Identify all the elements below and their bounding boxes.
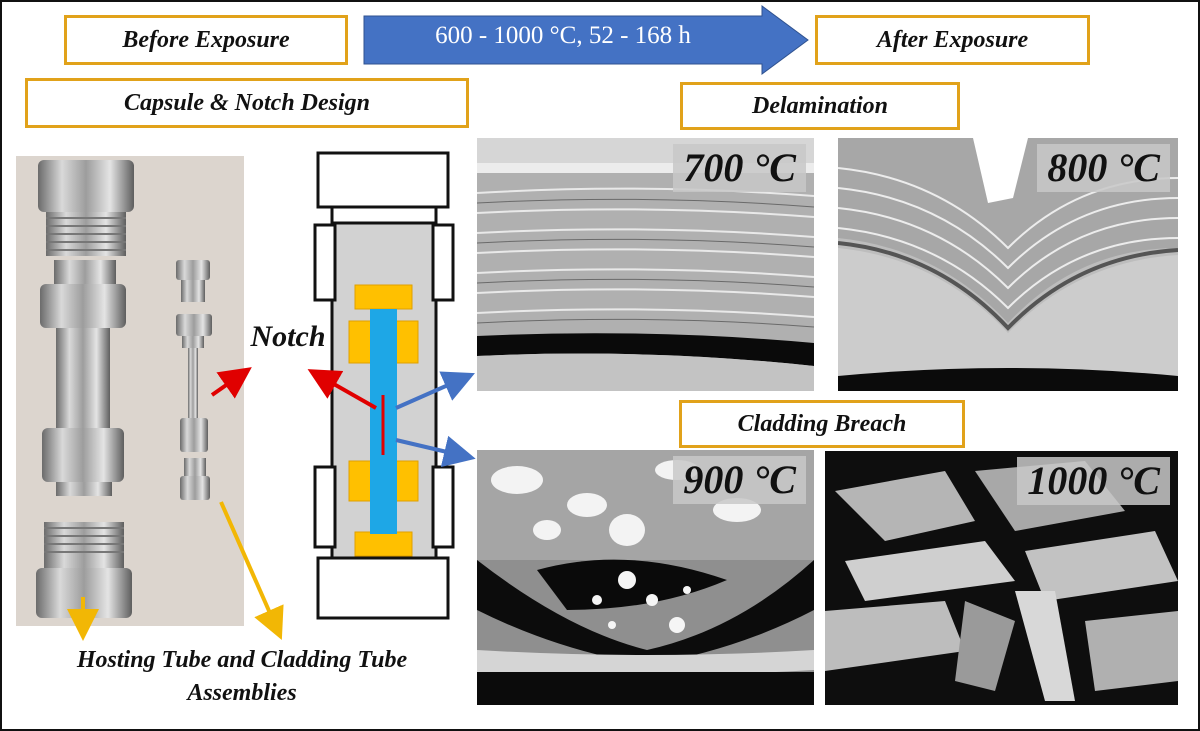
notch-arrow-from-photo — [210, 367, 252, 399]
assemblies-caption-line1: Hosting Tube and Cladding Tube — [76, 647, 408, 673]
conditions-text: 600 - 1000 °C, 52 - 168 h — [435, 22, 691, 49]
temp-tag-900: 900 °C — [673, 456, 806, 504]
arrow-to-delamination — [395, 371, 475, 410]
temp-tag-1000: 1000 °C — [1017, 457, 1170, 505]
micrograph-800c: 800 °C — [838, 138, 1178, 391]
notch-arrow-from-schematic — [307, 369, 377, 410]
capsule-hardware-illustration — [36, 160, 212, 618]
cladding-breach-label: Cladding Breach — [679, 400, 965, 448]
micrograph-900c: 900 °C — [477, 450, 814, 705]
micrograph-1000c-texture — [825, 461, 1178, 701]
micrograph-700c-texture — [477, 138, 814, 391]
after-exposure-label: After Exposure — [815, 15, 1090, 65]
capsule-hardware-photo — [16, 156, 244, 626]
temp-tag-700: 700 °C — [673, 144, 806, 192]
temp-tag-800: 800 °C — [1037, 144, 1170, 192]
micrograph-1000c: 1000 °C — [825, 451, 1178, 705]
assemblies-caption-line2: Assemblies — [187, 680, 297, 706]
cladding-tube-arrow — [219, 501, 284, 640]
notch-label: Notch — [250, 320, 326, 353]
capsule-notch-design-label: Capsule & Notch Design — [25, 78, 469, 128]
delamination-label: Delamination — [680, 82, 960, 130]
before-exposure-label: Before Exposure — [64, 15, 348, 65]
arrow-to-breach — [395, 435, 476, 467]
micrograph-700c: 700 °C — [477, 138, 814, 391]
